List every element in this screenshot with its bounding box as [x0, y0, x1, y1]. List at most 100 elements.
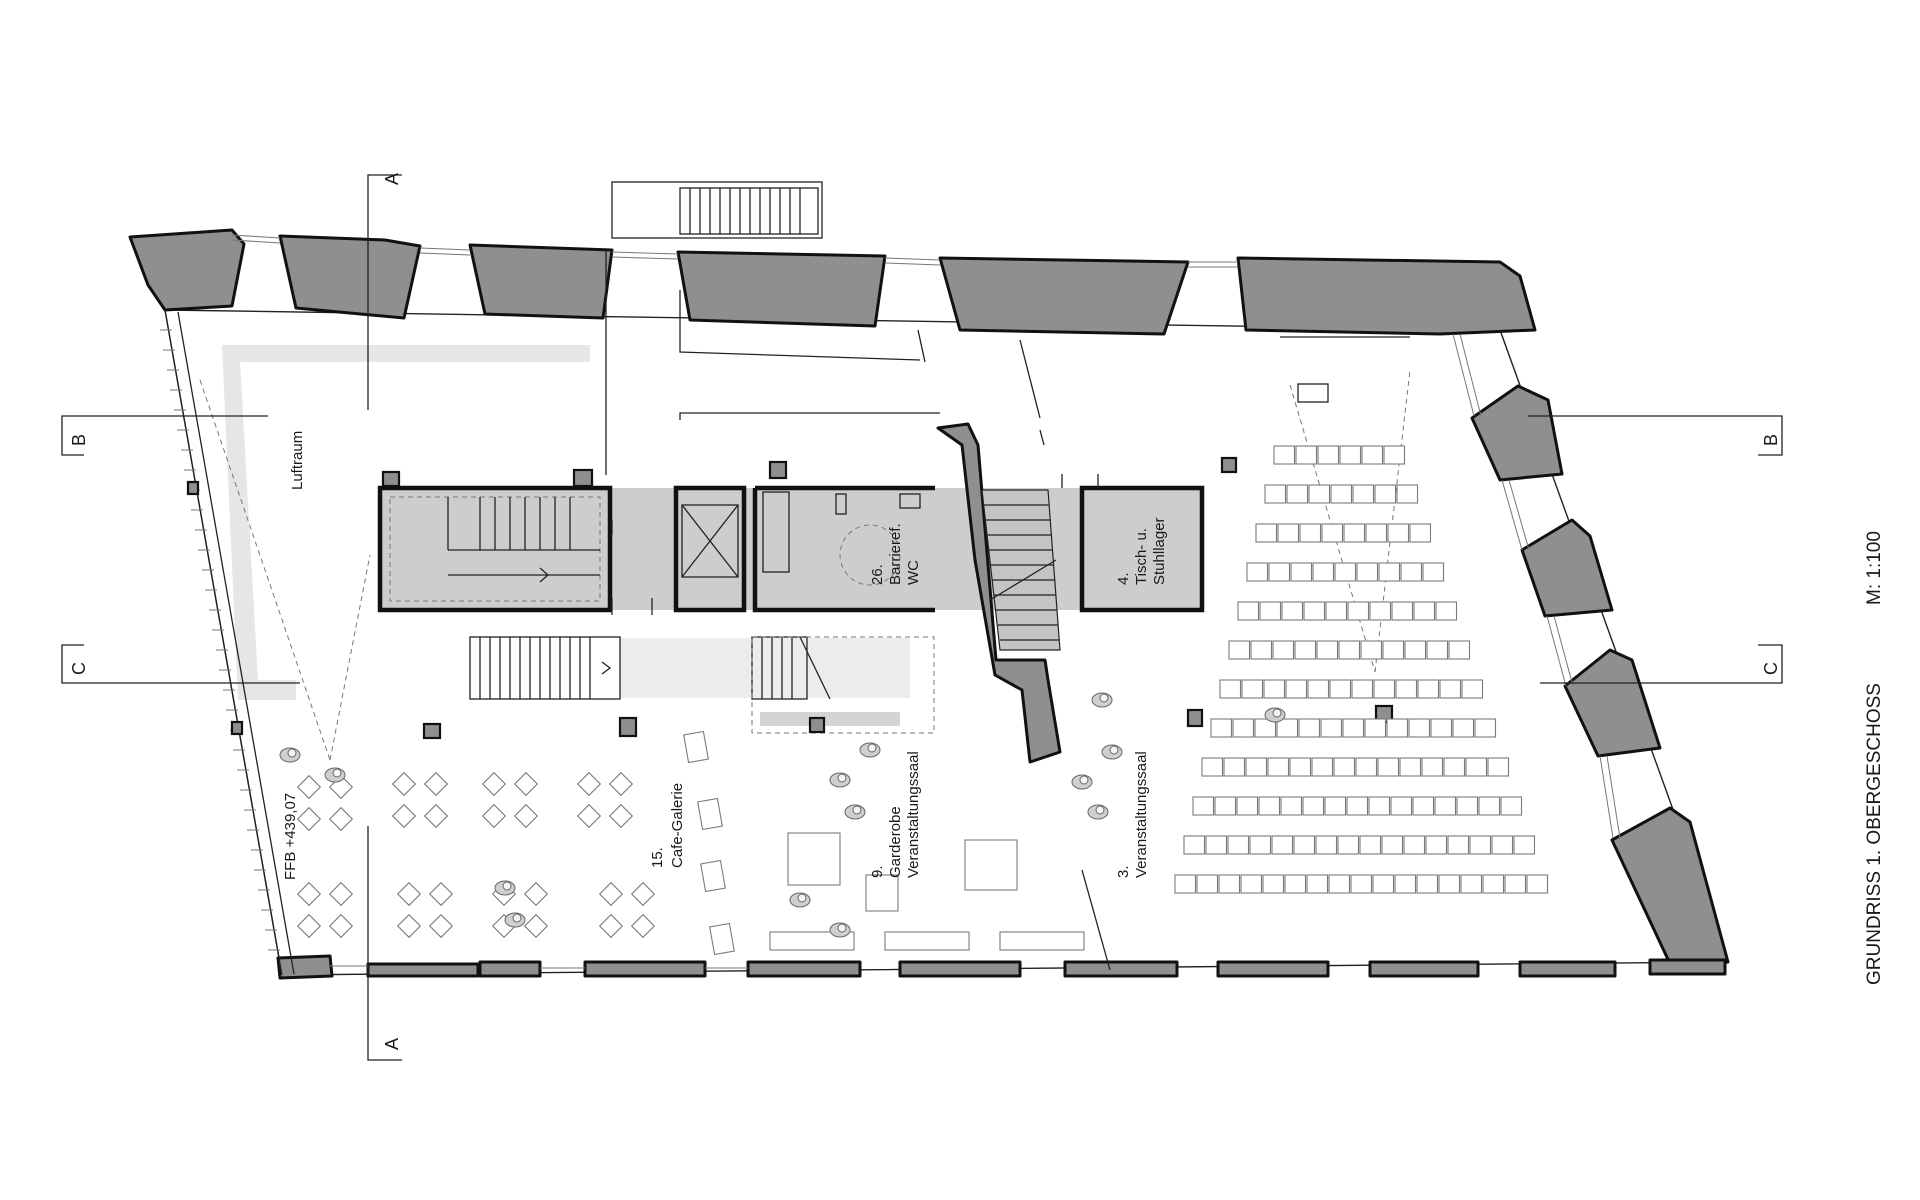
person-icon: [789, 892, 811, 908]
auditorium-seat: [1264, 484, 1287, 504]
auditorium-seat: [1439, 679, 1462, 699]
left-glazing: [160, 309, 295, 976]
cafe-table-group: [481, 771, 539, 829]
auditorium-seat: [1246, 562, 1269, 582]
auditorium-seat: [1465, 757, 1488, 777]
auditorium-seating: [1174, 445, 1549, 894]
svg-text:C: C: [69, 662, 89, 675]
interior-partitions: [605, 250, 1410, 971]
wall-pier: [1610, 806, 1730, 970]
auditorium-seat: [1374, 484, 1397, 504]
auditorium-seat: [1456, 796, 1479, 816]
room-number-saal: 3.: [1115, 865, 1132, 878]
central-stair-wall: [936, 422, 1062, 764]
auditorium-seat: [1308, 484, 1331, 504]
auditorium-seat: [1513, 835, 1536, 855]
cafe-table-group: [396, 881, 454, 939]
central-stair-treads: [984, 504, 1059, 641]
auditorium-seat: [1390, 796, 1413, 816]
cafe-chair: [423, 771, 449, 797]
auditorium-seat: [1271, 835, 1294, 855]
wall-pier: [938, 256, 1190, 336]
auditorium-seat: [1298, 718, 1321, 738]
auditorium-seat: [1249, 835, 1272, 855]
exterior-stair-north: [611, 181, 823, 239]
cafe-chair: [523, 881, 549, 907]
cafe-chair: [481, 771, 507, 797]
auditorium-seat: [1302, 796, 1325, 816]
auditorium-seat: [1460, 874, 1483, 894]
auditorium-seat: [1373, 679, 1396, 699]
person-icon: [1091, 692, 1113, 708]
auditorium-seat: [1289, 757, 1312, 777]
auditorium-seat: [1245, 757, 1268, 777]
cafe-chair: [296, 881, 322, 907]
section-marker-c-left: C: [61, 644, 300, 684]
auditorium-seat: [1290, 562, 1313, 582]
auditorium-seat: [1183, 835, 1206, 855]
cafe-chair: [598, 913, 624, 939]
cafe-chair: [576, 803, 602, 829]
section-marker-a-top: A: [367, 173, 402, 410]
auditorium-seat: [1378, 562, 1401, 582]
cafe-chair: [630, 881, 656, 907]
columns: [381, 456, 1394, 740]
room-label-garderobe-2: Veranstaltungssaal: [905, 751, 922, 878]
auditorium-seat: [1333, 757, 1356, 777]
svg-text:B: B: [1761, 434, 1781, 446]
auditorium-seat: [1387, 523, 1410, 543]
auditorium-seat: [1294, 640, 1317, 660]
auditorium-seat: [1412, 796, 1435, 816]
auditorium-seat: [1422, 562, 1445, 582]
person-icon: [504, 912, 526, 928]
auditorium-seat: [1396, 484, 1419, 504]
person-icon: [829, 772, 851, 788]
cafe-chair: [608, 803, 634, 829]
auditorium-seat: [1329, 679, 1352, 699]
svg-text:C: C: [1761, 662, 1781, 675]
right-windows: [1452, 333, 1621, 839]
cafe-chair: [328, 806, 354, 832]
room-number-garderobe: 9.: [869, 865, 886, 878]
auditorium-seat: [1276, 718, 1299, 738]
auditorium-seat: [1228, 640, 1251, 660]
stair-down-right: [751, 636, 935, 734]
cafe-table-group: [391, 771, 449, 829]
auditorium-seat: [1383, 445, 1406, 465]
auditorium-seat: [1346, 796, 1369, 816]
section-marker-a-bottom: A: [367, 826, 402, 1061]
auditorium-seat: [1421, 757, 1444, 777]
room-label-cafe: Cafe-Galerie: [669, 783, 686, 868]
auditorium-seat: [1227, 835, 1250, 855]
person-icon: [1101, 744, 1123, 760]
auditorium-seat: [1400, 562, 1423, 582]
person-icon: [324, 767, 346, 783]
auditorium-seat: [1337, 835, 1360, 855]
auditorium-seat: [1272, 640, 1295, 660]
wall-pier: [1236, 256, 1537, 336]
auditorium-seat: [1343, 523, 1366, 543]
auditorium-seat: [1237, 601, 1260, 621]
section-marker-b-right: B: [1528, 415, 1783, 456]
stair-left-treads: [447, 497, 600, 583]
wall-pier: [468, 243, 614, 320]
auditorium-seat: [1435, 601, 1458, 621]
auditorium-seat: [1430, 718, 1453, 738]
auditorium-seat: [1295, 445, 1318, 465]
people-figures: [279, 692, 1286, 938]
cafe-table-group: [598, 881, 656, 939]
room-label-wc: Barrieref.: [887, 523, 904, 585]
person-icon: [1071, 774, 1093, 790]
cafe-chair: [576, 771, 602, 797]
cafe-chair: [296, 806, 322, 832]
auditorium-seat: [1330, 484, 1353, 504]
auditorium-seat: [1293, 835, 1316, 855]
auditorium-seat: [1413, 601, 1436, 621]
auditorium-seat: [1500, 796, 1523, 816]
auditorium-seat: [1285, 679, 1308, 699]
auditorium-seat: [1350, 874, 1373, 894]
auditorium-seat: [1321, 523, 1344, 543]
auditorium-seat: [1240, 874, 1263, 894]
cafe-chair: [423, 803, 449, 829]
cafe-chair: [481, 803, 507, 829]
